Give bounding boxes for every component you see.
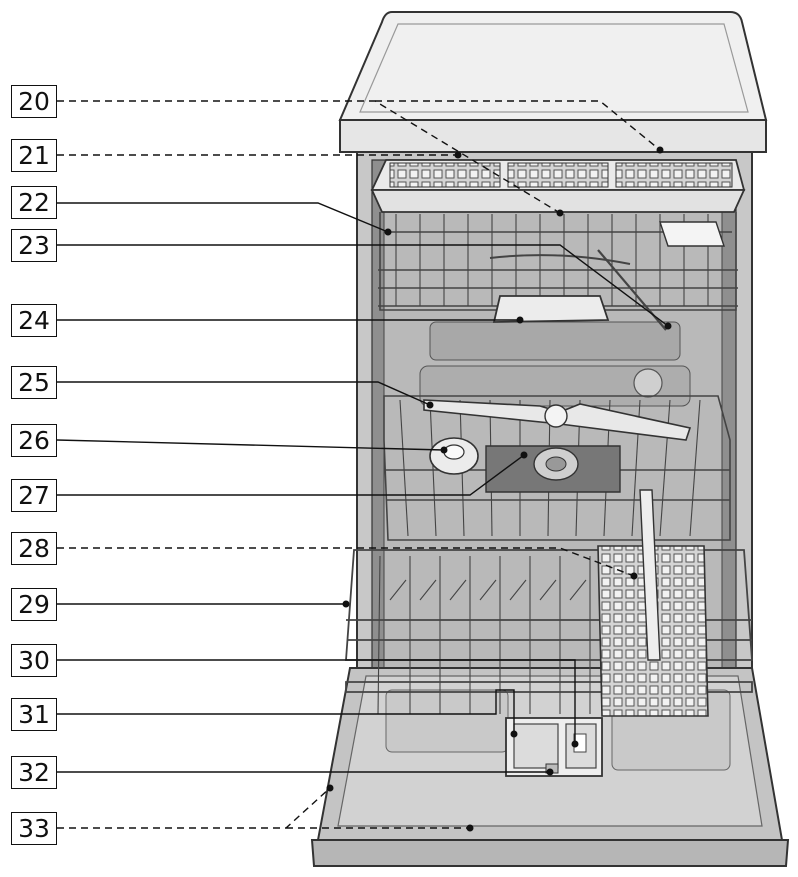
cutlery-drawer <box>370 159 746 213</box>
worktop-lid <box>338 11 768 153</box>
callout-30: 30 <box>11 644 57 677</box>
rinse-aid-tab-holder <box>659 221 725 247</box>
leader-25 <box>57 381 431 406</box>
leader-22 <box>57 202 389 233</box>
callout-24: 24 <box>11 304 57 337</box>
callout-28: 28 <box>11 532 57 565</box>
cutlery-basket <box>597 489 709 717</box>
leader-27 <box>57 454 525 496</box>
callout-26: 26 <box>11 424 57 457</box>
open-door <box>310 667 790 867</box>
callout-27: 27 <box>11 479 57 512</box>
leader-30 <box>57 659 576 744</box>
callout-33: 33 <box>11 812 57 845</box>
leader-20b <box>375 100 661 151</box>
leader-31 <box>57 689 515 734</box>
salt-container <box>429 437 479 475</box>
leader-lines <box>56 100 669 829</box>
callout-22: 22 <box>11 186 57 219</box>
leader-28 <box>57 547 635 577</box>
leader-23 <box>57 244 669 327</box>
leader-26 <box>56 439 445 451</box>
leader-33 <box>57 787 470 829</box>
callout-29: 29 <box>11 588 57 621</box>
callout-32: 32 <box>11 756 57 789</box>
callout-points <box>326 146 672 832</box>
callout-31: 31 <box>11 698 57 731</box>
upper-spray-arm <box>492 295 610 323</box>
callout-20: 20 <box>11 85 57 118</box>
callout-21: 21 <box>11 139 57 172</box>
callout-23: 23 <box>11 229 57 262</box>
callout-25: 25 <box>11 366 57 399</box>
